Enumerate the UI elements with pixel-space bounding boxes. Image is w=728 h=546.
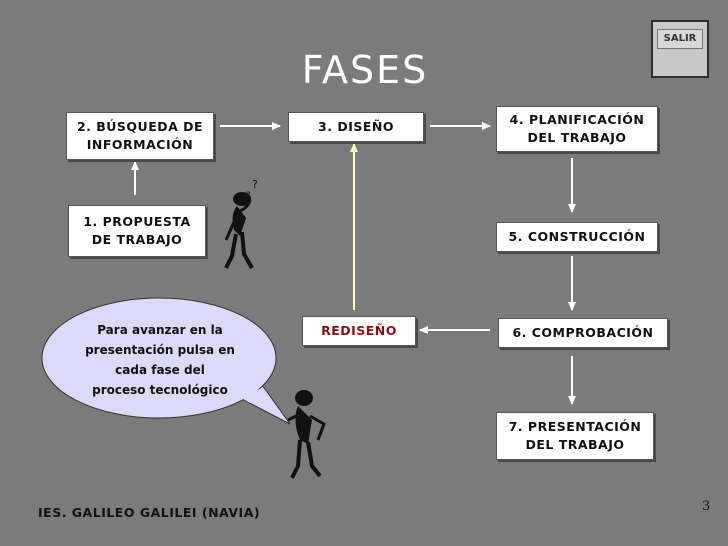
page-number: 3 [702, 499, 711, 514]
phase-5-construccion-button[interactable]: 5. CONSTRUCCIÓN [496, 222, 658, 252]
exit-button-label: SALIR [657, 29, 703, 49]
phase-6-comprobacion-button[interactable]: 6. COMPROBACIÓN [498, 318, 668, 348]
instruction-bubble-text: Para avanzar en la presentación pulsa en… [85, 323, 235, 397]
phase-3-label: 3. DISEÑO [318, 119, 394, 134]
slide-title: FASES [301, 48, 429, 92]
phase-6-label: 6. COMPROBACIÓN [512, 325, 654, 340]
phase-7-label: 7. PRESENTACIÓN DEL TRABAJO [508, 419, 642, 452]
phase-3-diseno-button[interactable]: 3. DISEÑO [288, 112, 424, 142]
footer-school-name: IES. GALILEO GALILEI (NAVIA) [38, 505, 261, 520]
rediseno-button[interactable]: REDISEÑO [302, 316, 416, 346]
phase-1-propuesta-button[interactable]: 1. PROPUESTA DE TRABAJO [68, 205, 206, 257]
phase-7-presentacion-button[interactable]: 7. PRESENTACIÓN DEL TRABAJO [496, 412, 654, 460]
phase-2-label: 2. BÚSQUEDA DE INFORMACIÓN [76, 119, 204, 152]
speech-bubble-shape [41, 297, 291, 425]
rediseno-label: REDISEÑO [321, 323, 397, 338]
thinking-figure-icon: ? ? [224, 178, 258, 269]
phase-4-label: 4. PLANIFICACIÓN DEL TRABAJO [509, 112, 645, 145]
exit-button[interactable]: SALIR [651, 20, 709, 78]
speaking-figure-icon [287, 390, 326, 479]
phase-5-label: 5. CONSTRUCCIÓN [508, 229, 646, 244]
svg-text:?: ? [252, 178, 258, 191]
phase-1-label: 1. PROPUESTA DE TRABAJO [83, 214, 191, 247]
phase-2-busqueda-button[interactable]: 2. BÚSQUEDA DE INFORMACIÓN [66, 112, 214, 160]
phase-4-planificacion-button[interactable]: 4. PLANIFICACIÓN DEL TRABAJO [496, 106, 658, 152]
